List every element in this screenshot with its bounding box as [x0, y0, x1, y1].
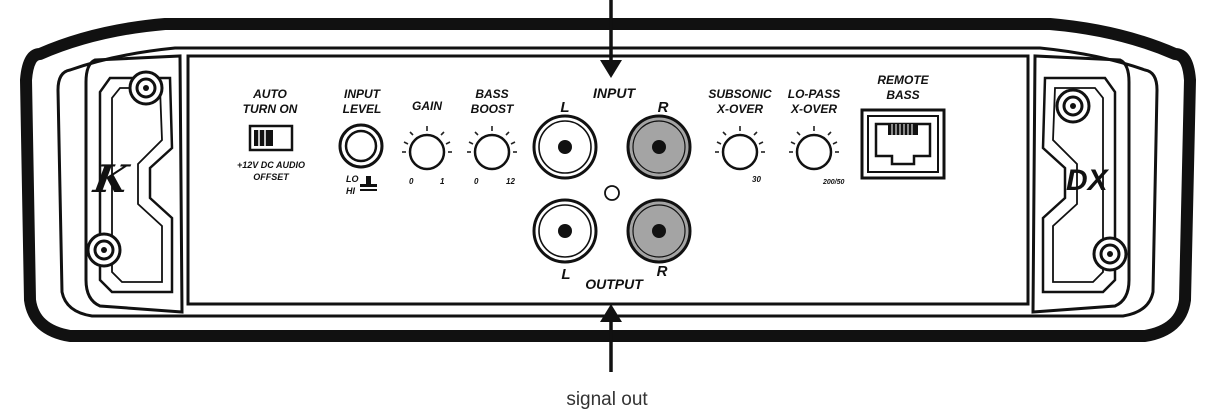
remote-bass-label-2: BASS	[886, 88, 919, 102]
subsonic-max-label: 30	[752, 175, 761, 184]
screw-icon	[1055, 88, 1091, 124]
left-bottom-label: L	[561, 266, 570, 283]
subsonic-label-2: X-OVER	[716, 102, 763, 116]
button-press-icon	[360, 176, 377, 191]
signal-out-caption: signal out	[566, 389, 648, 410]
logo-right: DX	[1066, 164, 1110, 197]
bass-boost-label-1: BASS	[475, 87, 508, 101]
input-level-label-2: LEVEL	[343, 102, 382, 116]
lopass-label-2: X-OVER	[790, 102, 837, 116]
bass-min-label: 0	[474, 177, 479, 186]
remote-bass-label-1: REMOTE	[877, 73, 929, 87]
input-level-label-1: INPUT	[344, 87, 382, 101]
screw-icon	[128, 70, 164, 106]
output-label: OUTPUT	[585, 276, 644, 292]
rca-output-right[interactable]	[626, 198, 692, 264]
auto-turn-on-label-1: AUTO	[252, 87, 287, 101]
gain-knob[interactable]	[402, 126, 452, 171]
bass-boost-label-2: BOOST	[471, 102, 515, 116]
input-label: INPUT	[593, 85, 636, 101]
subsonic-knob[interactable]	[715, 126, 765, 171]
subsonic-label-1: SUBSONIC	[708, 87, 772, 101]
lopass-knob[interactable]	[789, 126, 839, 171]
left-top-label: L	[560, 99, 569, 116]
screw-icon	[1092, 236, 1128, 272]
offset-label-2: OFFSET	[253, 172, 290, 182]
bass-max-label: 12	[506, 177, 515, 186]
rca-input-left[interactable]	[532, 114, 598, 180]
slide-switch-icon[interactable]	[248, 124, 294, 152]
right-top-label: R	[658, 99, 669, 116]
gain-max-label: 1	[440, 177, 445, 186]
screw-icon	[86, 232, 122, 268]
lo-label: LO	[346, 174, 359, 184]
auto-turn-on-label-2: TURN ON	[243, 102, 298, 116]
arrow-icon	[600, 304, 622, 372]
gain-label: GAIN	[412, 99, 442, 113]
lopass-max-label: 200/50	[822, 179, 845, 186]
right-bottom-label: R	[657, 263, 668, 280]
control-panel	[186, 54, 1030, 306]
led-icon	[604, 185, 620, 201]
lopass-label-1: LO-PASS	[788, 87, 840, 101]
arrow-icon	[600, 0, 622, 78]
rca-output-left[interactable]	[532, 198, 598, 264]
hi-label: HI	[346, 186, 355, 196]
round-button-icon[interactable]	[338, 123, 384, 169]
bass-boost-knob[interactable]	[467, 126, 517, 171]
gain-min-label: 0	[409, 177, 414, 186]
rca-input-right[interactable]	[626, 114, 692, 180]
rj45-port-icon[interactable]	[860, 108, 946, 180]
offset-label-1: +12V DC AUDIO	[237, 160, 305, 170]
